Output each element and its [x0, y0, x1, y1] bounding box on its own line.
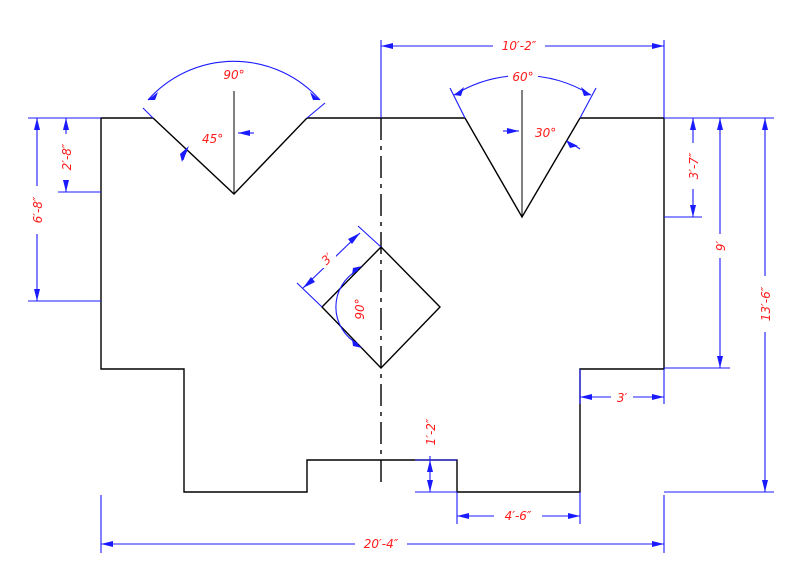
dim-right-13-6: 13′-6″ — [664, 117, 774, 493]
dim-right-3-7: 3′-7″ — [664, 117, 702, 218]
label-60: 60° — [512, 70, 533, 84]
dim-diamond-3: 3′ — [296, 225, 382, 308]
dim-angle-30: 30° — [503, 126, 581, 150]
dim-overall-20-4: 20′-4″ — [100, 495, 665, 553]
dim-right-9: 9′ — [664, 117, 730, 369]
label-diamond-90: 90° — [353, 298, 367, 319]
dim-left-6-8: 6′-8″ — [28, 117, 101, 302]
dim-notch-1-2: 1′-2″ — [415, 410, 457, 493]
label-20-4: 20′-4″ — [364, 537, 399, 551]
label-10-2: 10′-2″ — [502, 39, 537, 53]
dim-angle-90-left: 90° — [142, 60, 326, 119]
label-13-6: 13′-6″ — [759, 286, 773, 321]
dim-step-3: 3′ — [579, 369, 665, 405]
label-9: 9′ — [714, 241, 728, 252]
dim-left-2-8: 2′-8″ — [58, 117, 101, 193]
label-2-8: 2′-8″ — [60, 143, 74, 170]
label-6-8: 6′-8″ — [31, 196, 45, 223]
label-30: 30° — [535, 126, 556, 140]
label-4-6: 4′-6″ — [505, 509, 532, 523]
label-1-2: 1′-2″ — [424, 418, 438, 445]
dim-angle-45: 45° — [180, 130, 254, 162]
label-90-left: 90° — [223, 68, 244, 82]
dim-angle-60: 60° — [449, 69, 597, 119]
part-outline — [100, 117, 665, 493]
dim-top-10-2: 10′-2″ — [380, 38, 665, 118]
label-45: 45° — [202, 132, 223, 146]
left-v-notch — [152, 117, 308, 195]
label-3-7: 3′-7″ — [687, 152, 701, 179]
dim-diamond-90: 90° — [335, 266, 367, 348]
label-step-3: 3′ — [617, 391, 628, 405]
dim-bottom-4-6: 4′-6″ — [456, 492, 581, 524]
